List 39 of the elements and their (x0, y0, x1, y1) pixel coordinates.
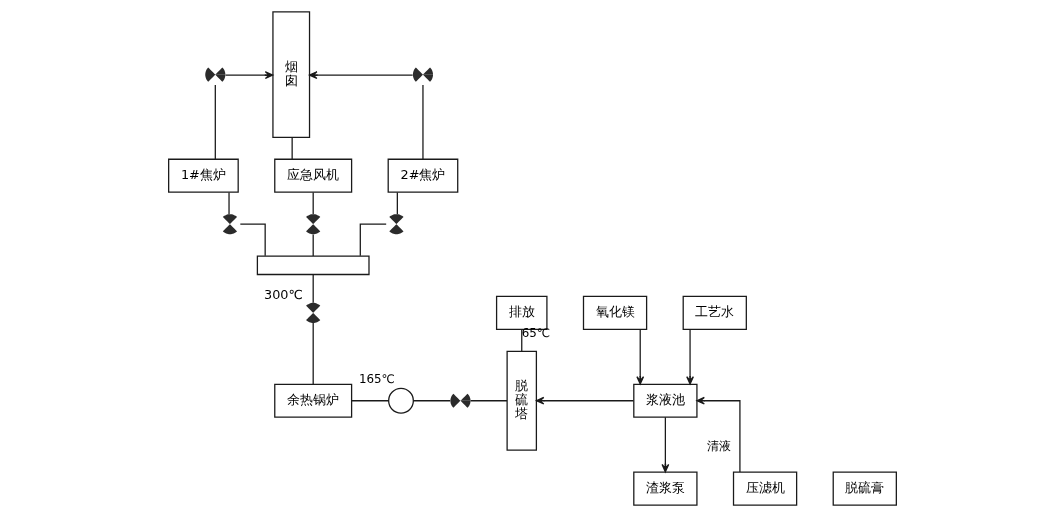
node-box: 脱硫膏 (832, 471, 897, 506)
arrow (224, 71, 273, 80)
edge-label: 165℃ (358, 371, 395, 386)
arrow (635, 328, 644, 385)
connector (312, 233, 314, 257)
node-box: 工艺水 (682, 295, 747, 331)
connector (520, 328, 522, 352)
edge-label: 清液 (706, 438, 731, 453)
node-box: 浆液池 (632, 383, 698, 418)
arrow (685, 328, 694, 385)
connector (359, 223, 387, 257)
connector (214, 84, 216, 160)
connector (312, 322, 314, 385)
connector (469, 400, 508, 402)
arrow (660, 416, 669, 473)
node-box (256, 255, 370, 276)
connector (312, 273, 314, 304)
arrow (695, 396, 741, 473)
node-box: 1#焦炉 (167, 158, 239, 193)
node-label: 300℃ (263, 287, 303, 303)
connector (396, 191, 398, 215)
connector (227, 191, 230, 215)
connector (421, 84, 424, 160)
connector (412, 400, 451, 402)
arrow (535, 396, 634, 405)
connector (291, 136, 293, 160)
node-box: 余热锅炉 (273, 383, 352, 418)
connector (350, 400, 389, 402)
arrow (308, 71, 413, 80)
node-box: 压滤机 (732, 471, 797, 506)
node-box: 2#焦炉 (387, 158, 458, 193)
node-box: 渣浆泵 (632, 471, 698, 506)
node-box: 应急风机 (273, 158, 352, 193)
connector (239, 223, 266, 257)
node-circle (387, 387, 414, 414)
node-box: 脱硫塔 (506, 350, 537, 451)
node-box: 烟囱 (271, 11, 310, 138)
node-box: 氧化镁 (582, 295, 647, 331)
connector (312, 191, 314, 215)
